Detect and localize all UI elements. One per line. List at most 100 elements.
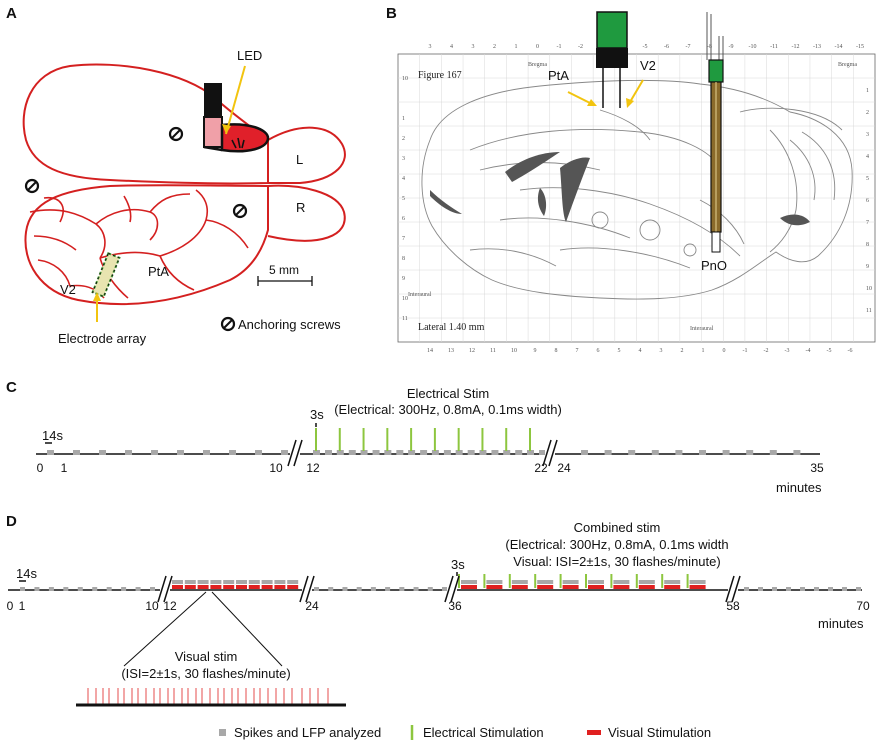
recording-block [203,450,210,455]
visual-stim-marker [248,585,260,589]
atlas-bregma-label-right: Bregma [838,62,857,68]
atlas-left-tick: 7 [402,236,405,242]
recording-block [281,450,288,455]
recording-block [793,450,801,455]
panel-c-tick-label: 10 [269,461,283,475]
recording-block [431,450,439,455]
panel-c-tick-label: 12 [306,461,320,475]
atlas-top-tick: 3 [472,44,475,50]
atlas-top-tick: -11 [770,44,778,50]
recording-block [150,587,155,591]
recording-block [769,450,777,455]
visual-stim-subtitle: (ISI=2±1s, 30 flashes/minute) [121,666,290,681]
atlas-bottom-tick: -6 [848,348,853,354]
recording-block [746,450,754,455]
led-pointer-arrow [225,65,246,135]
panel-c-tick-label: 1 [61,461,68,475]
recording-block [197,580,209,584]
visual-stim-marker [236,585,247,589]
atlas-lateral-label: Lateral 1.40 mm [418,322,485,333]
led-arrowhead [222,124,231,134]
recording-block [177,450,184,455]
recording-block [503,450,511,455]
recording-block [384,450,392,455]
recording-block [184,580,196,584]
anchoring-screw-icon [24,178,40,194]
atlas-bottom-tick: -4 [806,348,811,354]
recording-block [581,450,588,455]
panel-d-tick-label: 70 [856,599,870,613]
atlas-bottom-tick: 1 [702,348,705,354]
visual-stim-marker [461,585,477,589]
recording-block [689,580,706,584]
recording-block [828,587,833,591]
atlas-bottom-tick: 7 [576,348,579,354]
atlas-bottom-tick: -1 [743,348,748,354]
recording-block [255,450,262,455]
visual-flash-ticks [87,688,329,704]
atlas-bottom-tick: 6 [597,348,600,354]
recording-block [442,587,447,591]
recording-block [420,450,428,455]
recording-block [396,450,404,455]
atlas-bottom-tick: 10 [511,348,517,354]
visual-stim-marker [223,585,235,589]
panel-d: D Combined stim (Electrical: 300Hz, 0.8m… [6,513,870,707]
electrode-label: Electrode array [58,331,147,346]
panel-d-units: minutes [818,616,864,631]
atlas-left-tick: 1 [402,116,405,122]
atlas-top-tick: 3 [429,44,432,50]
legend-red-label: Visual Stimulation [608,725,711,740]
led-implant [203,83,270,153]
panel-c-letter: C [6,379,17,396]
atlas-left-tick: 11 [402,316,408,322]
atlas-right-tick: 9 [866,264,869,270]
atlas-right-tick: 8 [866,242,869,248]
panel-c-stim-label: 3s [310,407,324,422]
recording-block [92,587,98,591]
visual-stim-marker [588,585,604,589]
panel-a: A [6,5,346,346]
atlas-bottom-tick: -2 [764,348,769,354]
atlas-top-tick: 4 [450,44,453,50]
legend-green-label: Electrical Stimulation [423,725,544,740]
recording-block [34,587,40,591]
recording-block [236,580,247,584]
atlas-right-tick: 7 [866,220,869,226]
panel-d-tick-label: 0 [7,599,14,613]
recording-block [461,580,477,584]
recording-block [443,450,451,455]
atlas-top-tick: -12 [792,44,800,50]
recording-block [370,587,376,591]
recording-block [248,580,260,584]
atlas-top-tick: -5 [643,44,648,50]
panel-c-block-label: 14s [42,428,63,443]
recording-block [223,580,235,584]
visual-stim-marker [511,585,528,589]
visual-stim-marker [274,585,286,589]
atlas-top-tick: -7 [686,44,691,50]
visual-stim-marker [210,585,222,589]
recording-block [479,450,487,455]
v2-label-b: V2 [640,58,656,73]
atlas-top-tick: -6 [664,44,669,50]
panel-b-letter: B [386,5,397,22]
axis-break-icon [299,575,315,603]
recording-block [372,450,380,455]
recording-block [800,587,805,591]
legend: Spikes and LFP analyzed Electrical Stimu… [219,725,711,740]
recording-block [399,587,405,591]
recording-block [758,587,763,591]
ventricles [430,152,810,226]
visual-stim-marker [689,585,706,589]
recording-block [613,580,630,584]
pta-arrow-b [567,91,593,105]
visual-stim-marker [184,585,196,589]
recording-block [511,580,528,584]
recording-block [651,450,659,455]
recording-block [336,450,344,455]
recording-block [856,587,861,591]
anchoring-screw-icon [220,316,236,332]
